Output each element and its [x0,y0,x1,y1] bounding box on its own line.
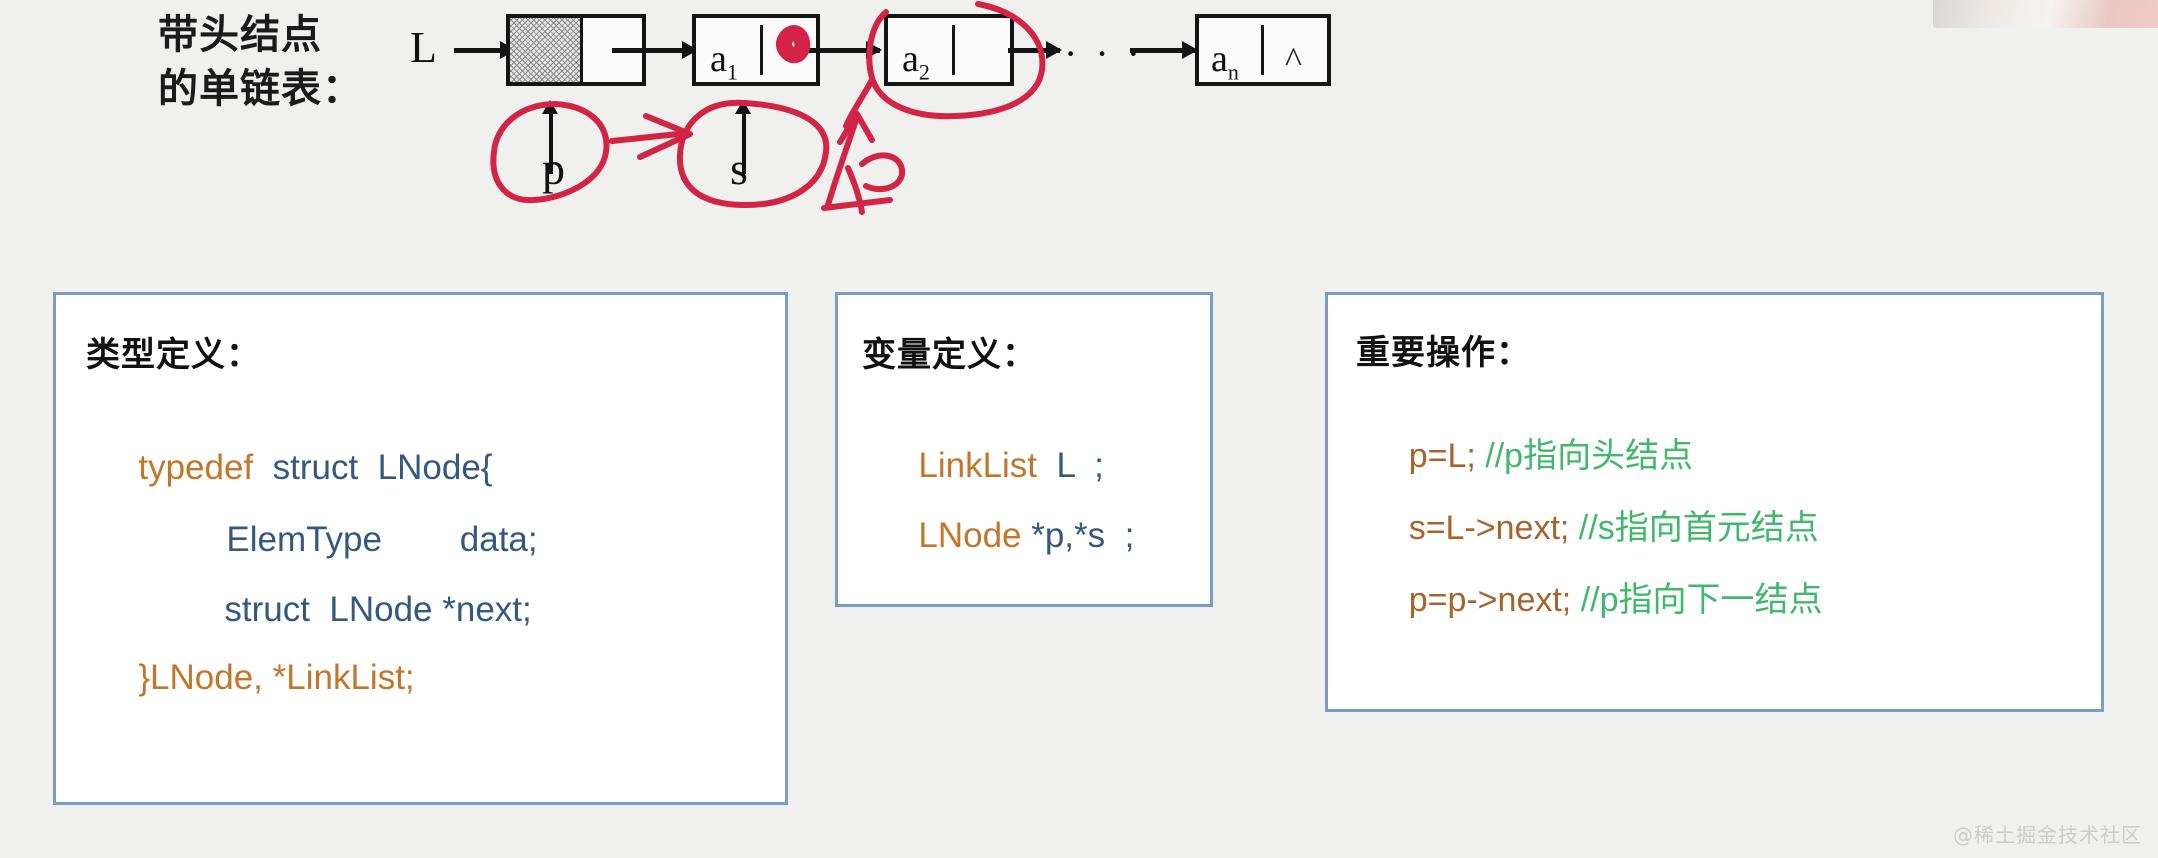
ink-arrow-up [825,117,859,208]
panel-variable-definition: 变量定义： LinkList L ; LNode *p,*s ; [835,292,1213,607]
code-line-lnode-linklist: }LNode, *LinkList; [80,625,415,730]
node-an-data: an [1211,38,1239,85]
node-a2: a2 [884,14,1014,86]
token-op3-comment: //p指向下一结点 [1580,581,1823,619]
ink-arrow-p-to-s-head [637,113,693,160]
slide-caption: 带头结点 的单链表： [158,8,408,116]
code-line-linklist-l: LinkList L ; [860,413,1104,518]
ellipsis: · · · [1064,31,1144,76]
token-l-var: L ; [1037,446,1104,485]
code-line-op-1: p=L; //p指向头结点 [1352,405,1693,507]
node-an-divider [1261,25,1264,75]
caption-line-2: 的单链表： [158,66,363,112]
ink-circle-s [676,99,830,209]
code-line-lnode-ps: LNode *p,*s ; [860,483,1134,588]
panel-type-definition: 类型定义： typedef struct LNode{ ElemType dat… [53,292,788,805]
node-an: an ^ [1195,14,1331,86]
linked-list-diagram: L a1 a2 · · · an ^ [400,4,1900,104]
token-linklist: LinkList [918,446,1038,485]
node-a1-data: a1 [710,38,738,85]
caption-line-1: 带头结点 [158,12,322,58]
node-a2-divider [952,25,955,75]
ink-scribble-underline [821,197,893,211]
token-struct-next: struct LNode *next; [224,590,532,629]
token-op1-code: p=L; [1408,437,1486,475]
head-pointer-label: L [410,23,437,72]
watermark: @稀土掘金技术社区 [1953,823,2142,847]
token-ps-vars: *p,*s ; [1021,516,1135,555]
ink-scribble-p-loop [859,152,906,193]
token-lnode-linklist: }LNode, *LinkList; [138,658,415,697]
pointer-label-p: p [542,143,565,194]
token-op3-code: p=p->next; [1408,581,1581,619]
panel-ops-title: 重要操作： [1356,333,1531,373]
arrow-head-to-a1 [612,41,698,59]
null-symbol: ^ [1285,40,1302,80]
code-line-struct-next: struct LNode *next; [166,557,532,662]
token-op2-code: s=L->next; [1408,509,1579,547]
code-line-typedef: typedef struct LNode{ [80,415,492,520]
node-a2-data: a2 [902,38,930,85]
token-op2-comment: //s指向首元结点 [1578,509,1819,547]
token-op1-comment: //p指向头结点 [1485,437,1694,475]
head-node-data-cell [510,18,583,82]
pointer-label-s: s [730,143,748,194]
panel-type-title: 类型定义： [86,335,261,375]
code-line-elemtype-data: ElemType data; [168,487,538,592]
arrow-a1-to-a2 [790,41,882,59]
arrow-a2-to-ellipsis [1008,41,1062,59]
code-line-op-3: p=p->next; //p指向下一结点 [1352,549,1823,651]
node-a1-divider [760,25,763,75]
panel-var-title: 变量定义： [862,335,1037,375]
ink-scribble-p [845,165,865,215]
panel-important-operations: 重要操作： p=L; //p指向头结点 s=L->next; //s指向首元结点… [1325,292,2104,712]
token-typedef: typedef [138,448,263,487]
token-elemtype-data: ElemType data; [226,520,538,559]
arrow-l-to-head [454,41,516,59]
token-lnode: LNode [918,516,1022,555]
webcam-overlay [1933,0,2158,28]
ink-arrow-up-head [837,111,875,145]
token-struct-lnode-open: struct LNode{ [262,448,493,487]
arrow-ellipsis-to-an [1130,41,1198,59]
ink-arrow-p-to-s [609,130,691,144]
code-line-op-2: s=L->next; //s指向首元结点 [1352,477,1819,579]
